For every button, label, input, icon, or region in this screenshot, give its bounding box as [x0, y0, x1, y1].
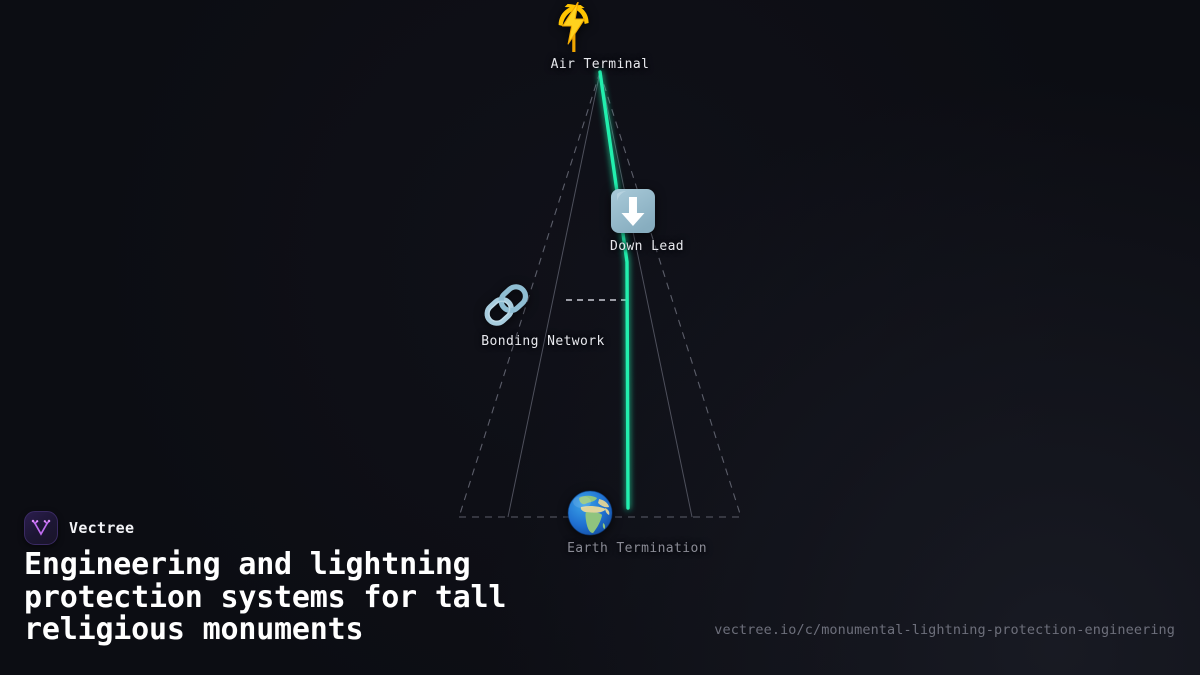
vectree-branching-v-icon	[24, 511, 58, 545]
lightning-bolt-icon	[551, 2, 650, 52]
down-conductor-path	[598, 70, 630, 510]
spire-inner-right-solid	[599, 71, 693, 518]
node-air-terminal[interactable]: Air Terminal	[551, 2, 650, 72]
brand-name: Vectree	[69, 519, 135, 537]
node-earth-termination[interactable]: Earth Termination	[567, 490, 707, 556]
brand: Vectree	[24, 511, 134, 545]
node-down-lead[interactable]: Down Lead	[610, 188, 684, 254]
headline: Engineering and lightning protection sys…	[24, 547, 507, 647]
node-label-down-lead: Down Lead	[609, 239, 685, 254]
node-label-bonding-network: Bonding Network	[481, 334, 605, 349]
chain-link-icon	[481, 281, 604, 329]
spire-outline-right-dashed	[599, 71, 742, 518]
node-bonding-network[interactable]: Bonding Network	[481, 281, 604, 349]
source-url: vectree.io/c/monumental-lightning-protec…	[714, 622, 1175, 638]
down-arrow-icon	[610, 188, 684, 234]
node-label-earth-termination: Earth Termination	[567, 541, 707, 556]
node-label-air-terminal: Air Terminal	[550, 57, 650, 72]
globe-earth-icon	[567, 490, 707, 536]
spire-inner-left-solid	[507, 71, 601, 518]
